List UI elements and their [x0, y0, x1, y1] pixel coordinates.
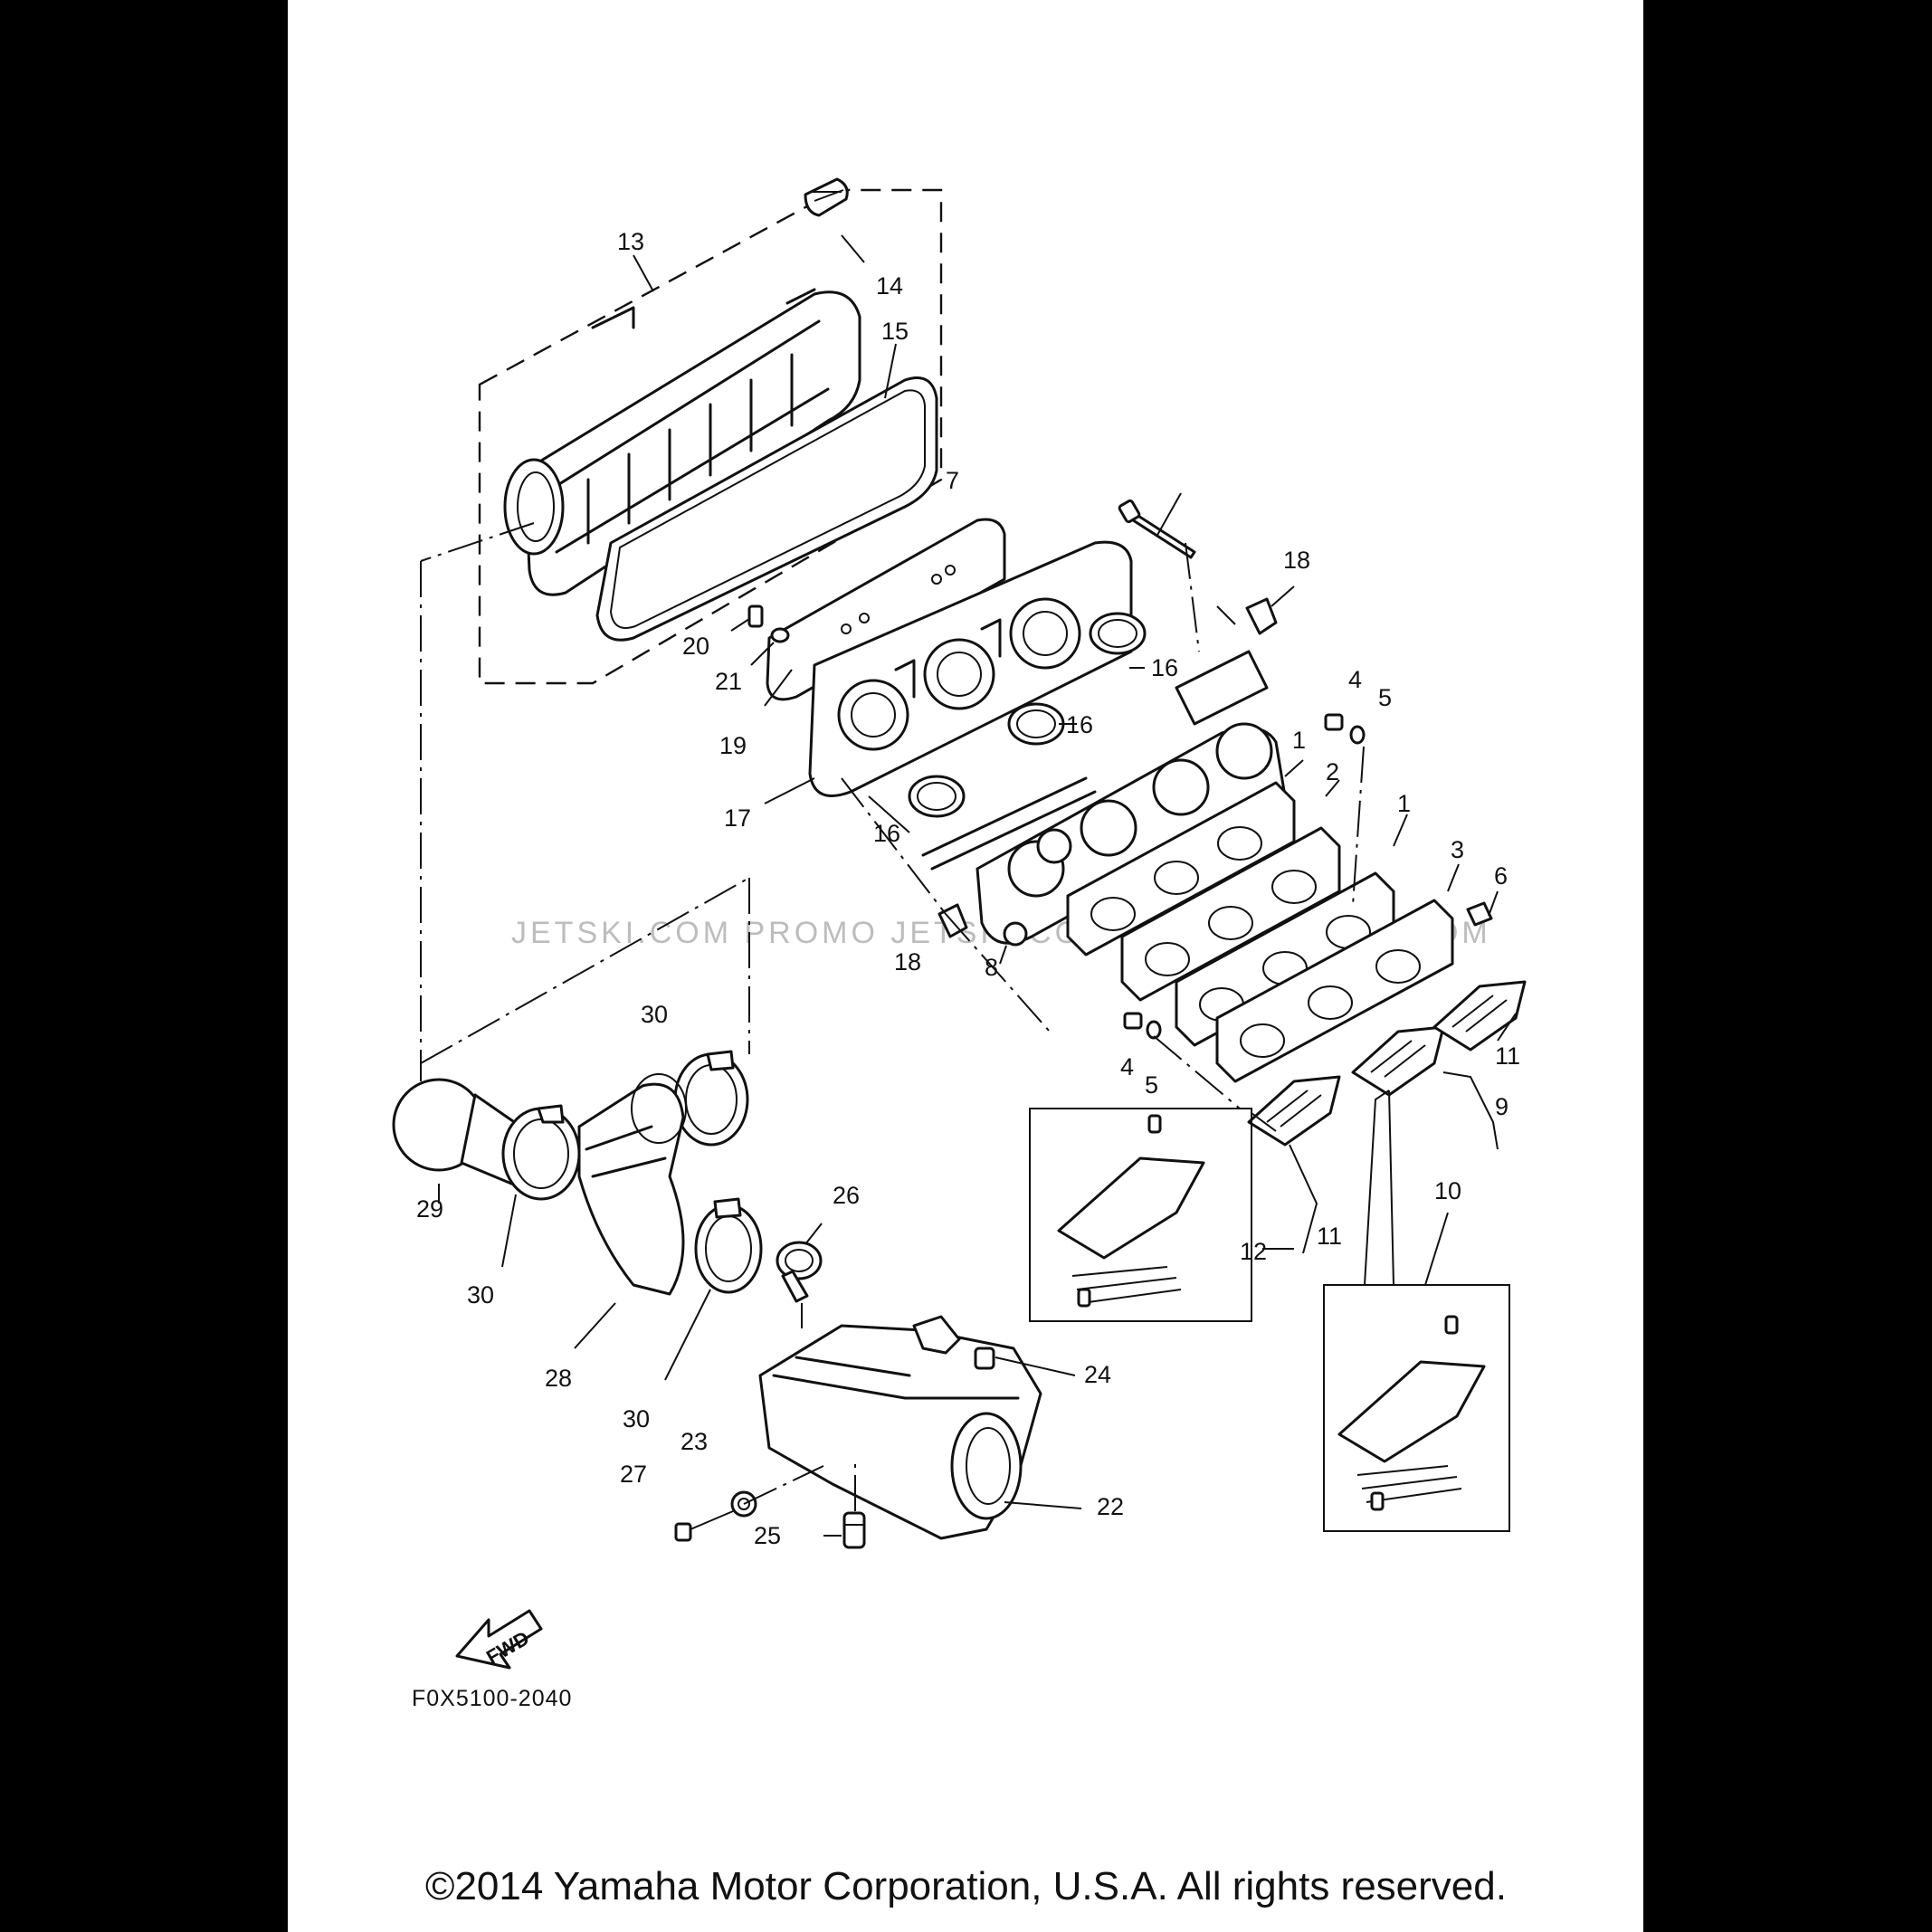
label-5-upper: 5 [1378, 684, 1392, 711]
label-8: 8 [985, 954, 998, 981]
washer-5-upper[interactable] [1349, 725, 1366, 906]
label-4-lower: 4 [1120, 1053, 1134, 1080]
label-18-lower: 18 [894, 948, 921, 976]
label-10: 10 [1434, 1177, 1461, 1204]
label-3: 3 [1451, 836, 1464, 863]
reed-valve-center[interactable] [1351, 1025, 1445, 1097]
plate-3[interactable] [1215, 899, 1454, 1083]
grommet-24[interactable] [974, 1347, 995, 1370]
copyright-notice: ©2014 Yamaha Motor Corporation, U.S.A. A… [425, 1864, 1507, 1908]
figure-code: F0X5100-2040 [412, 1686, 572, 1711]
air-filter-case[interactable] [478, 188, 943, 685]
reed-valve-right[interactable] [1432, 980, 1527, 1052]
label-25: 25 [754, 1522, 781, 1549]
hose-clamp-30-left[interactable] [501, 1104, 581, 1201]
plate-2[interactable] [1120, 826, 1341, 1002]
label-26: 26 [833, 1182, 860, 1209]
label-28: 28 [545, 1365, 572, 1392]
label-1-b: 1 [1397, 790, 1411, 817]
clamp-6[interactable] [1466, 901, 1493, 927]
reed-valve-detail-box-right[interactable] [1323, 1284, 1510, 1532]
reed-valve-left[interactable] [1247, 1075, 1341, 1147]
label-30-left: 30 [467, 1281, 494, 1309]
bolt-4-lower[interactable] [1123, 1012, 1143, 1030]
label-29: 29 [416, 1195, 443, 1223]
hose-clamp-26[interactable] [776, 1241, 823, 1303]
label-11-left: 11 [1317, 1223, 1342, 1250]
hose-clamp-30-upper[interactable] [673, 1050, 749, 1147]
label-30-top: 30 [641, 1001, 668, 1028]
label-27: 27 [620, 1461, 647, 1488]
forward-arrow-icon: FWD [455, 1609, 543, 1670]
label-17: 17 [724, 804, 751, 832]
label-12: 12 [1240, 1238, 1267, 1265]
plug-18-upper[interactable] [1245, 585, 1295, 635]
bolt-4-upper[interactable] [1324, 713, 1344, 731]
label-19: 19 [719, 732, 747, 759]
label-30-bottom: 30 [623, 1405, 650, 1432]
cap-8[interactable] [999, 921, 1028, 965]
label-16-b: 16 [1066, 711, 1093, 738]
label-5-lower: 5 [1145, 1071, 1158, 1099]
label-23: 23 [680, 1428, 708, 1455]
washer-21[interactable] [750, 627, 790, 666]
label-2: 2 [1326, 758, 1339, 785]
filter-element[interactable] [804, 177, 849, 217]
label-4-upper: 4 [1348, 666, 1362, 693]
hose-clamp-30-lower[interactable] [694, 1197, 763, 1294]
bolt-7[interactable] [1118, 492, 1196, 559]
connection-lines [420, 522, 1241, 1511]
reed-valve-detail-box-left[interactable] [1029, 1108, 1252, 1322]
washer-5-lower[interactable] [1146, 1020, 1162, 1040]
label-21: 21 [715, 668, 742, 695]
o-ring-16[interactable] [908, 612, 1147, 818]
label-1-a: 1 [1292, 727, 1306, 754]
screw-20[interactable] [730, 604, 764, 632]
label-6: 6 [1494, 862, 1508, 890]
intake-silencer-22[interactable] [758, 1315, 1042, 1540]
leader-lines [438, 234, 1517, 1537]
intake-silencer-cover[interactable] [808, 540, 1133, 797]
drain-plug-25[interactable] [842, 1511, 866, 1549]
label-1: 7 [946, 467, 959, 494]
intake-hose-28[interactable] [577, 1073, 687, 1296]
part-number-labels: 7 18 13 14 15 20 21 19 17 16 16 16 4 5 1… [416, 228, 1520, 1549]
label-13: 13 [617, 228, 644, 255]
label-20: 20 [682, 633, 709, 660]
label-14: 14 [876, 272, 903, 300]
label-16-c: 16 [873, 820, 900, 847]
label-22: 22 [1097, 1493, 1124, 1520]
label-16-a: 16 [1151, 654, 1178, 681]
label-18-upper: 18 [1283, 547, 1310, 574]
label-15: 15 [881, 318, 909, 345]
label-24: 24 [1084, 1361, 1111, 1388]
label-11-right: 11 [1495, 1042, 1520, 1070]
bolt-27[interactable] [674, 1510, 734, 1542]
label-9: 9 [1495, 1093, 1508, 1120]
cover-plate[interactable] [766, 518, 1006, 701]
filter-case-gasket[interactable] [595, 376, 938, 642]
